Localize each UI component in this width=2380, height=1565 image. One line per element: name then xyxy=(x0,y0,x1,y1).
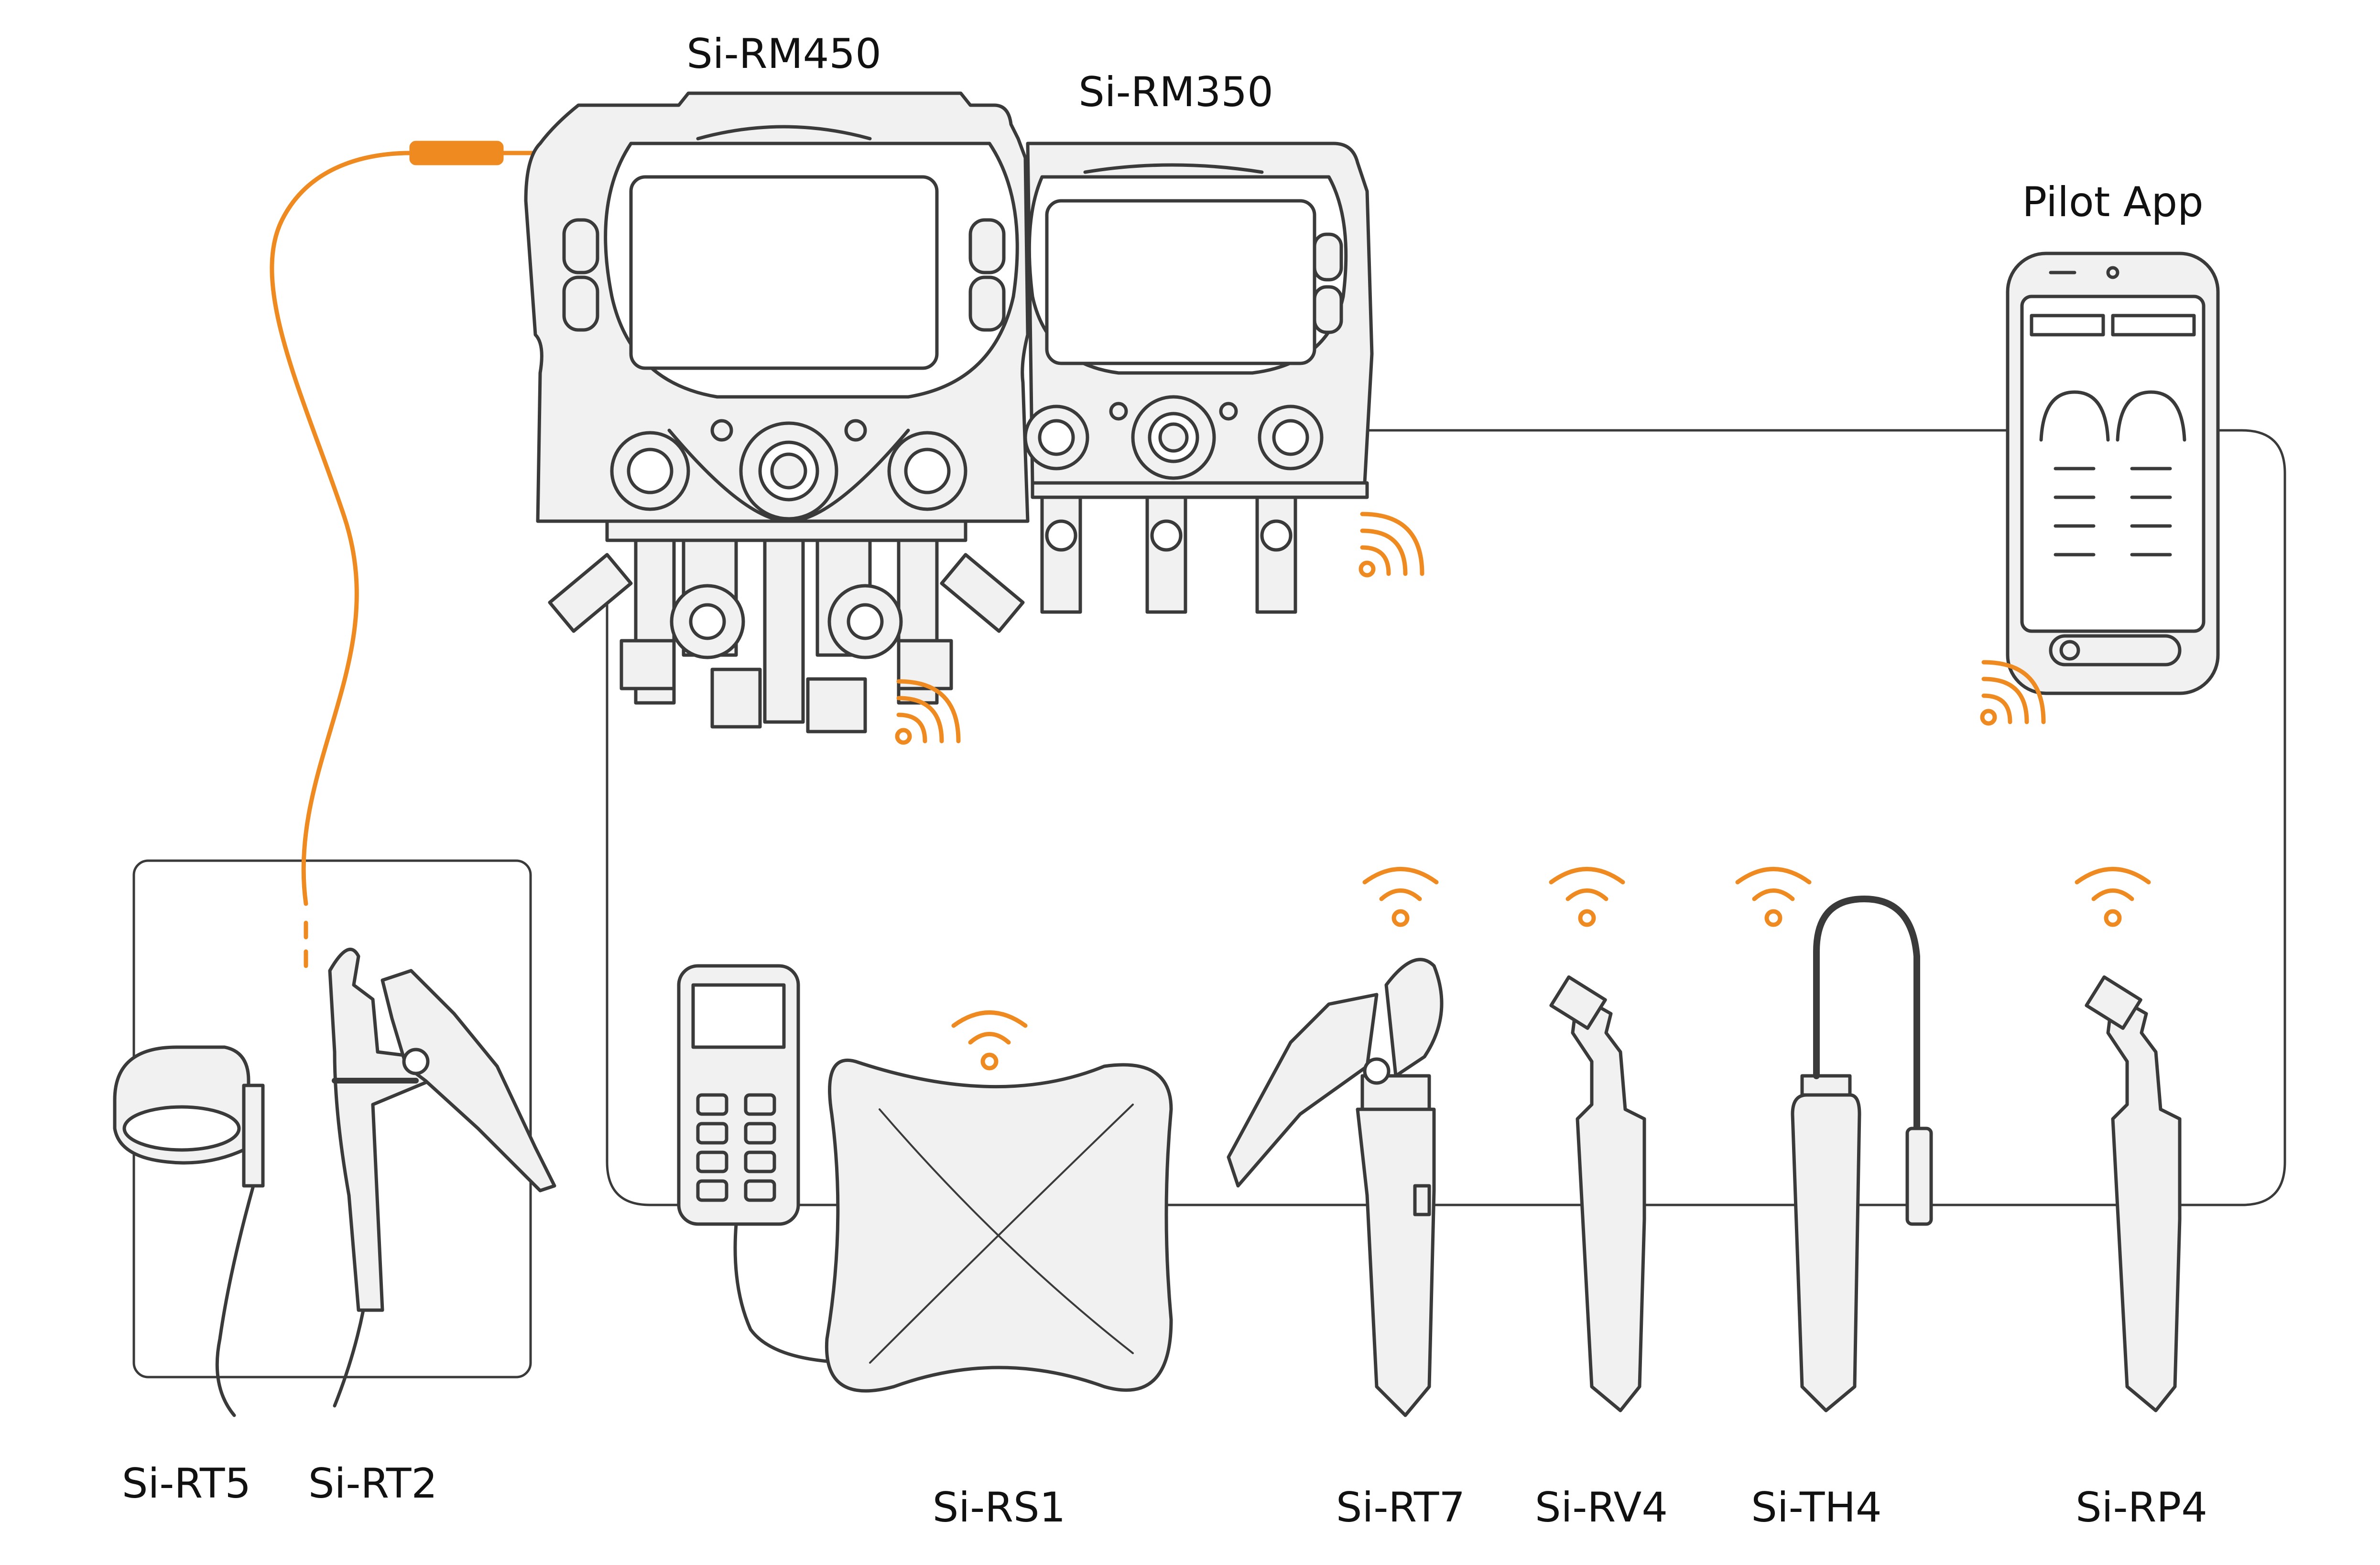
label-si-rv4: Si-RV4 xyxy=(1534,1484,1668,1532)
si-rm450-device xyxy=(524,91,1030,733)
si-rv4-device xyxy=(1549,975,1646,1412)
label-si-rs1: Si-RS1 xyxy=(932,1484,1066,1532)
si-rp4-device xyxy=(2085,975,2182,1412)
label-si-rm350: Si-RM350 xyxy=(1078,68,1273,116)
label-si-th4: Si-TH4 xyxy=(1751,1484,1882,1532)
label-si-rp4: Si-RP4 xyxy=(2076,1484,2207,1532)
wifi-signal-icon xyxy=(2075,867,2151,927)
temperature-probe-icon xyxy=(270,141,538,968)
wifi-signal-icon xyxy=(1549,867,1625,927)
wifi-signal-icon xyxy=(1735,867,1812,927)
wireless-waves-icon xyxy=(1358,512,1424,578)
si-rt2-device xyxy=(328,948,556,1408)
wireless-waves-icon xyxy=(1980,660,2046,726)
si-rt5-device xyxy=(113,1045,265,1417)
label-si-rm450: Si-RM450 xyxy=(686,30,881,78)
label-pilot-app: Pilot App xyxy=(2022,178,2204,226)
label-si-rt2: Si-RT2 xyxy=(308,1460,438,1508)
smartphone-device xyxy=(2006,252,2220,695)
wifi-signal-icon xyxy=(1362,867,1439,927)
si-th4-device xyxy=(1791,896,1933,1412)
connection-lines xyxy=(606,429,2286,1206)
si-rm350-device xyxy=(1023,142,1374,614)
label-si-rt7: Si-RT7 xyxy=(1336,1484,1466,1532)
si-rt7-device xyxy=(1227,958,1444,1417)
label-si-rt5: Si-RT5 xyxy=(121,1460,251,1508)
wifi-signal-icon xyxy=(951,1010,1028,1071)
si-rs1-device xyxy=(677,964,1173,1393)
wireless-waves-icon xyxy=(895,679,961,745)
